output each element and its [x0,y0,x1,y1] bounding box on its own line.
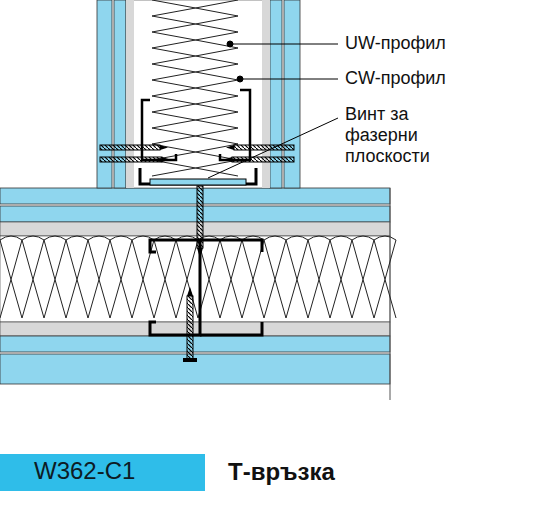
part-label: UW-профил [345,33,446,54]
leader-lines [208,41,338,178]
partition-wall [97,0,300,188]
part-label: Винт за фазерни плоскости [345,104,485,167]
caption: Т-връзка [228,458,335,486]
code-box: W362-C1 [0,454,205,491]
part-label: CW-профил [345,68,446,89]
code-text: W362-C1 [34,457,195,485]
